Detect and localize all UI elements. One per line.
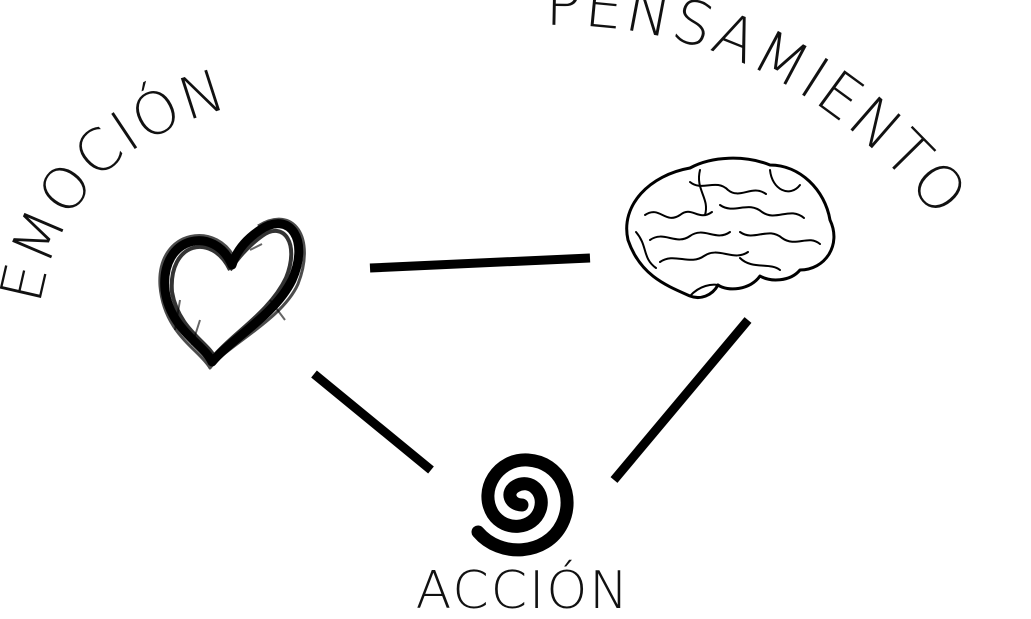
- brain-icon: [627, 158, 834, 297]
- spiral-icon: [478, 460, 567, 550]
- thought-label-text: PENSAMIENTO: [545, 0, 982, 230]
- edge-emotion-thought: [370, 258, 590, 268]
- action-label: ACCIÓN: [416, 559, 630, 619]
- emotion-label-text: EMOCIÓN: [0, 55, 235, 308]
- edge-thought-action: [614, 320, 748, 480]
- heart-icon: [160, 219, 305, 368]
- edge-emotion-action: [314, 374, 431, 470]
- emotion-label: EMOCIÓN: [0, 55, 235, 308]
- thought-label: PENSAMIENTO: [545, 0, 982, 230]
